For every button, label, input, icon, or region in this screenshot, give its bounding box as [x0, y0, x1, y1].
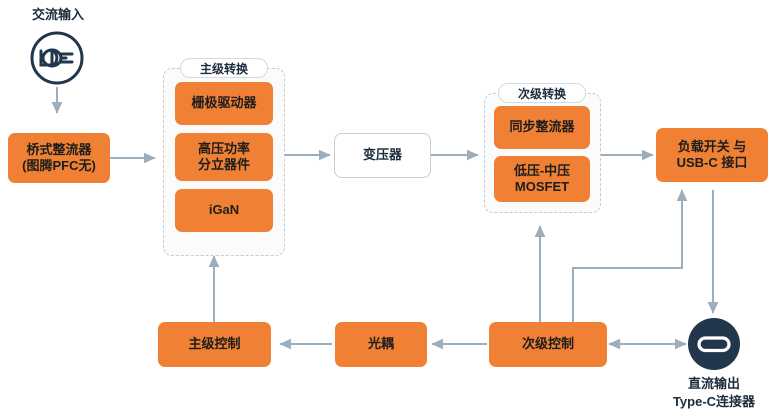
block-bridge-rectifier[interactable]: 桥式整流器 (图腾PFC无): [8, 133, 110, 183]
usb-c-port-icon: [688, 318, 740, 370]
block-primary-control[interactable]: 主级控制: [158, 322, 271, 367]
block-transformer[interactable]: 变压器: [334, 133, 431, 178]
block-optocoupler[interactable]: 光耦: [335, 322, 427, 367]
block-sync-rectifier[interactable]: 同步整流器: [494, 106, 590, 149]
block-secondary-control[interactable]: 次级控制: [489, 322, 607, 367]
block-igan[interactable]: iGaN: [175, 189, 273, 232]
block-lv-mv-mosfet[interactable]: 低压-中压 MOSFET: [494, 156, 590, 202]
block-load-switch-usbc[interactable]: 负载开关 与 USB-C 接口: [656, 128, 768, 182]
group-secondary-conversion-label: 次级转换: [498, 83, 586, 103]
group-primary-conversion-label: 主级转换: [180, 58, 268, 78]
block-gate-driver[interactable]: 栅极驱动器: [175, 82, 273, 125]
block-hv-power-discrete[interactable]: 高压功率 分立器件: [175, 133, 273, 181]
dc-output-label: 直流输出 Type-C连接器: [672, 376, 756, 409]
ac-plug-icon: [28, 29, 86, 87]
ac-input-label: 交流输入: [31, 7, 84, 22]
